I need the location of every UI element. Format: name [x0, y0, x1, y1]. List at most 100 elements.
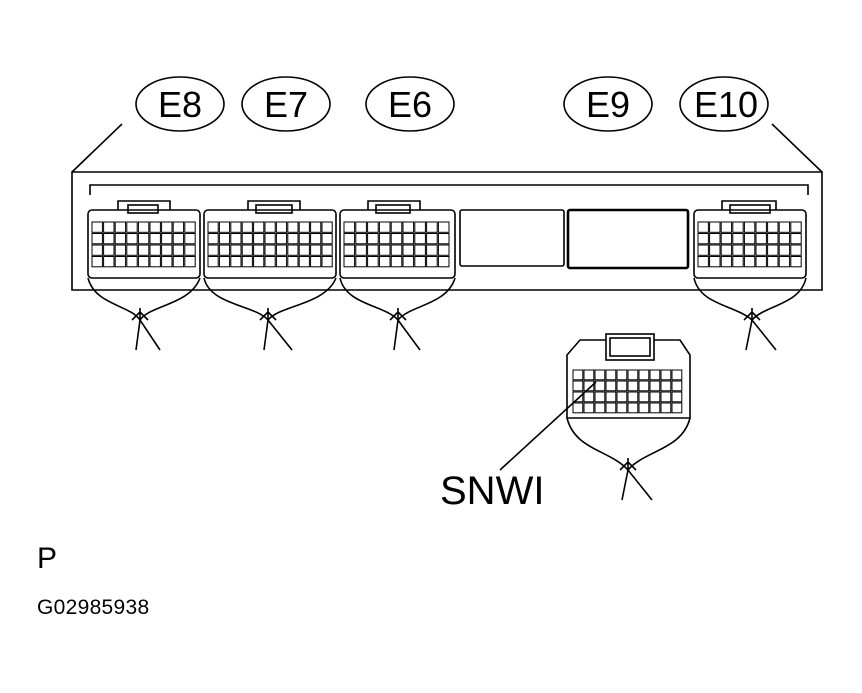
connector-pin [778, 244, 791, 256]
connector-pin [649, 402, 661, 414]
connector-pin [709, 256, 721, 268]
connector-pin [697, 244, 709, 256]
connector-pin [627, 380, 639, 392]
connector-pin [616, 380, 628, 392]
connector-pin [91, 233, 103, 245]
connector-pin [343, 233, 356, 245]
connector-pin [161, 256, 173, 268]
connector-pin [605, 369, 617, 381]
connector-pin [767, 233, 779, 245]
connector-pin [241, 233, 253, 245]
connector-pin [594, 391, 606, 403]
connector-pin [218, 221, 231, 233]
connector-pin [390, 256, 403, 268]
connector-pin [207, 221, 219, 233]
connector-pin [298, 244, 310, 256]
connector-pin [149, 244, 161, 256]
connector-pin [743, 233, 756, 245]
connector-pin [230, 244, 242, 256]
connector-e8[interactable] [87, 200, 201, 279]
corner-letter: P [37, 542, 58, 575]
harness-e8 [87, 277, 201, 351]
connector-pin [253, 233, 265, 245]
connector-pin [709, 244, 721, 256]
connector-pin [755, 256, 767, 268]
connector-pin [732, 244, 744, 256]
connector-pin [583, 369, 595, 381]
connector-pin [321, 256, 333, 268]
connector-pin [184, 221, 196, 233]
connector-pin [767, 256, 779, 268]
connector-pin [627, 402, 639, 414]
connector-pin [790, 244, 802, 256]
connector-pin [321, 244, 333, 256]
sensor-connector-snwi[interactable] [566, 333, 691, 501]
connector-pin [414, 244, 426, 256]
connector-pin [572, 391, 584, 403]
connector-pin [572, 380, 584, 392]
connector-label-e10: E10 [694, 84, 758, 125]
connector-pin [298, 221, 310, 233]
connector-pin [103, 244, 115, 256]
connector-pin [390, 233, 403, 245]
label-oval-e9 [563, 76, 653, 132]
connector-pin [137, 221, 150, 233]
connector-pin [241, 244, 253, 256]
connector-pin [321, 233, 333, 245]
connector-pin [367, 221, 379, 233]
connector-pin [767, 221, 779, 233]
blank-socket-e9[interactable] [566, 208, 690, 270]
connector-pin [660, 402, 672, 414]
connector-pin [755, 244, 767, 256]
connector-pin [275, 233, 288, 245]
connector-pin [426, 233, 438, 245]
connector-pin [660, 380, 672, 392]
connector-pin [378, 221, 391, 233]
connector-pin [709, 233, 721, 245]
connector-e10[interactable] [693, 200, 807, 279]
connector-pin [671, 369, 683, 381]
connector-pin [402, 244, 415, 256]
connector-pin [402, 233, 415, 245]
connector-pin [649, 391, 661, 403]
connector-pin [114, 221, 127, 233]
connector-e6[interactable] [339, 200, 456, 279]
connector-e7[interactable] [203, 200, 337, 279]
connector-pin [605, 391, 617, 403]
connector-pin [743, 256, 756, 268]
connector-pin [697, 256, 709, 268]
connector-pin [790, 233, 802, 245]
connector-pin [594, 380, 606, 392]
connector-label-e6: E6 [388, 84, 432, 125]
connector-pin [287, 256, 299, 268]
connector-pin [184, 233, 196, 245]
connector-pin [230, 221, 242, 233]
connector-pin [402, 256, 415, 268]
connector-pin [253, 221, 265, 233]
connector-pin [91, 221, 103, 233]
connector-pin [126, 256, 138, 268]
connector-pin [367, 244, 379, 256]
connector-pin [583, 391, 595, 403]
connector-pin [709, 221, 721, 233]
connector-pin [594, 369, 606, 381]
connector-pin [367, 256, 379, 268]
connector-pin [437, 221, 450, 233]
label-oval-e6 [365, 76, 455, 132]
harness-e10 [693, 277, 807, 351]
connector-pin [184, 256, 196, 268]
connector-pin [778, 233, 791, 245]
connector-pin [378, 244, 391, 256]
connector-pin [310, 221, 322, 233]
connector-pin [149, 221, 161, 233]
sensor-label-snwi: SNWI [440, 469, 544, 513]
connector-pin [605, 380, 617, 392]
connector-pin [355, 244, 367, 256]
connector-pin [627, 369, 639, 381]
connector-pin [572, 369, 584, 381]
connector-pin [790, 221, 802, 233]
connector-pin [583, 380, 595, 392]
connector-pin [355, 233, 367, 245]
connector-pin [743, 221, 756, 233]
connector-pin [114, 244, 127, 256]
